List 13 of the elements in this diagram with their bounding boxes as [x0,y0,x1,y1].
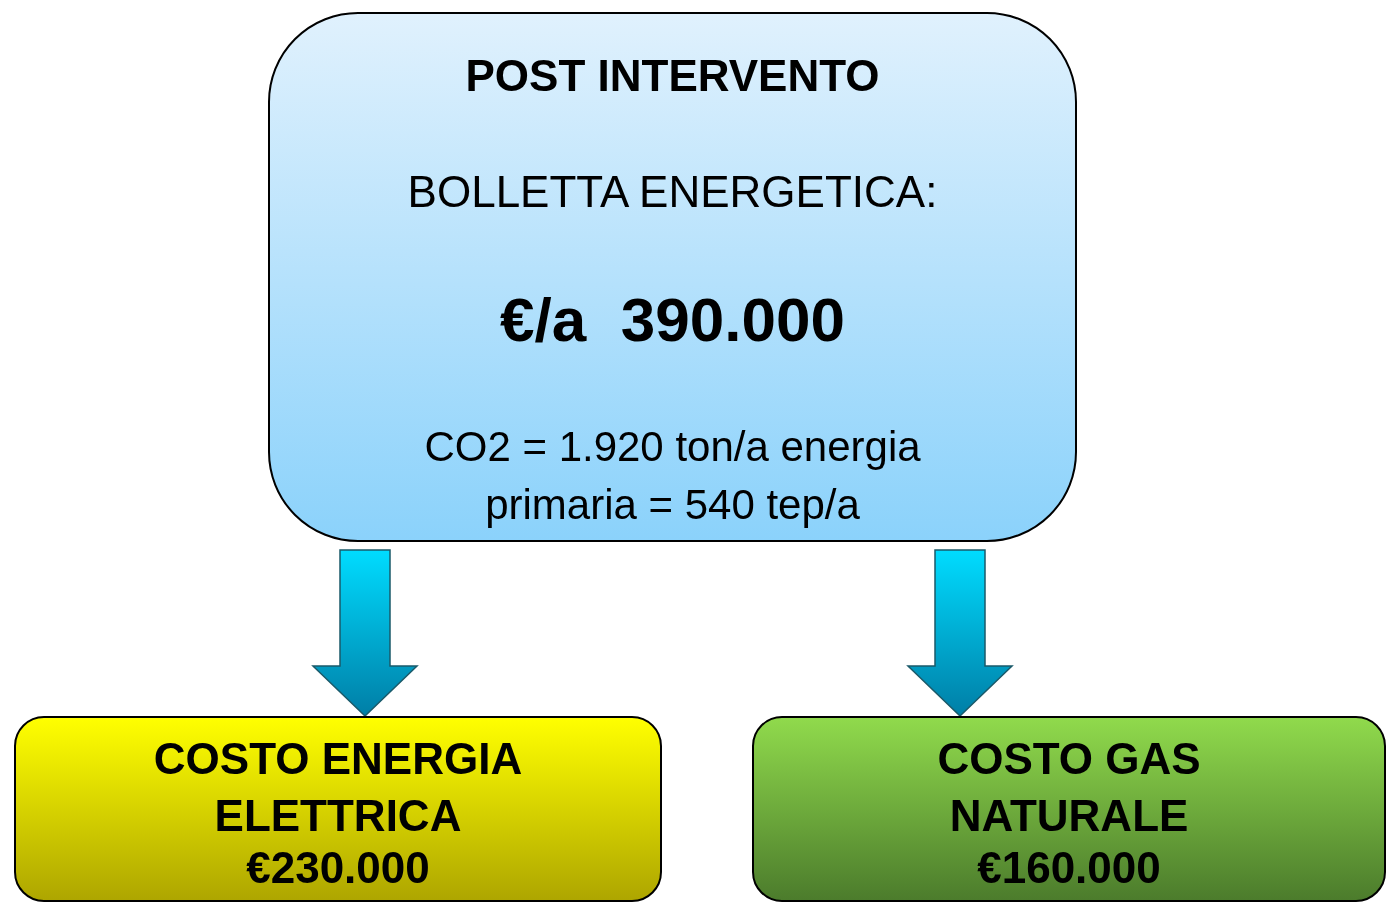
block-arrow [311,549,419,718]
heading-text: COSTO GAS NATURALE [936,733,1202,843]
body-text: €230.000 [245,844,431,893]
body-text: €160.000 [976,844,1162,893]
block-arrow [906,549,1014,718]
heading-text: POST INTERVENTO [464,52,881,101]
body-text: BOLLETTA ENERGETICA: [406,168,939,217]
body-text: €/a 390.000 [499,286,846,355]
rounded-box [268,12,1077,542]
body-text: CO2 = 1.920 ton/a energia primaria = 540 tep/a [423,422,922,530]
rounded-box [752,716,1386,902]
heading-text: COSTO ENERGIA ELETTRICA [152,733,524,843]
rounded-box [14,716,662,902]
